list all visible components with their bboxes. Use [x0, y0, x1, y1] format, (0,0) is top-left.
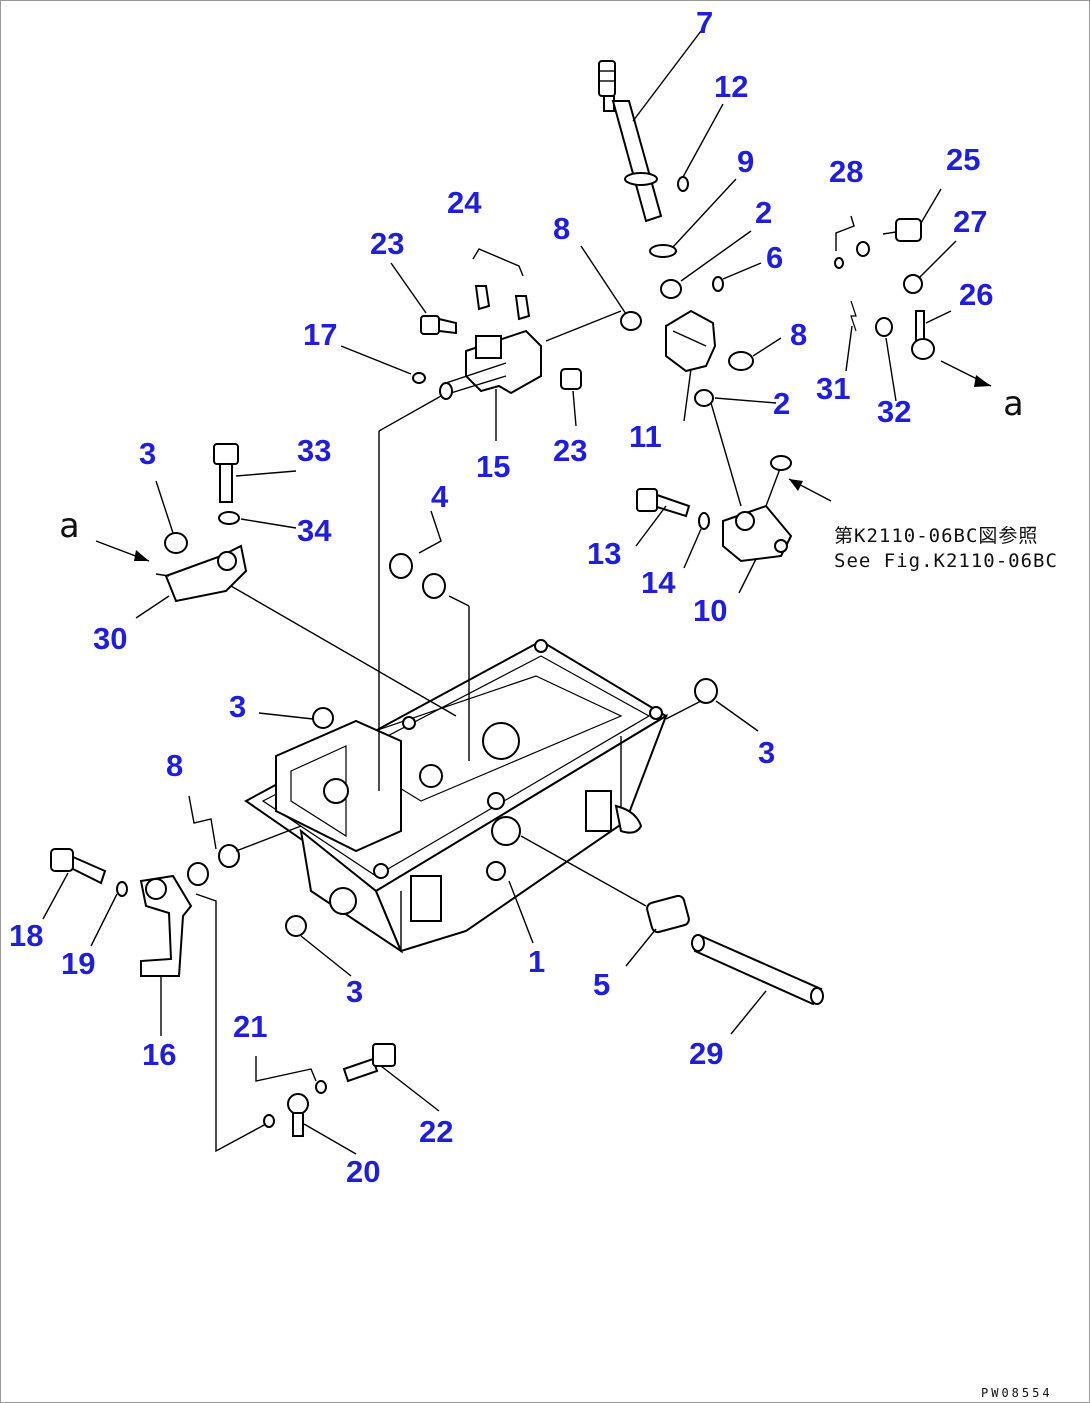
callout-12: 12 — [714, 69, 749, 104]
part-3-bushing-bottom — [285, 915, 307, 937]
callout-24: 24 — [447, 185, 482, 220]
part-8-bushing-left-a — [187, 862, 209, 886]
callout-11: 11 — [629, 419, 662, 454]
callout-6: 6 — [766, 240, 784, 275]
part-23-pin-top — [420, 315, 457, 335]
callout-28: 28 — [829, 154, 864, 189]
callout-16: 16 — [142, 1037, 177, 1072]
callout-32: 32 — [877, 394, 912, 429]
callout-2-bottom: 2 — [773, 386, 791, 421]
callout-9: 9 — [737, 144, 755, 179]
callout-13: 13 — [587, 536, 622, 571]
housing-part-1 — [244, 639, 668, 954]
part-21-nut-a — [263, 1114, 275, 1128]
part-10-lever — [722, 455, 793, 563]
drawing-code: PW08554 — [981, 1386, 1053, 1400]
callout-33: 33 — [297, 433, 332, 468]
callout-29: 29 — [689, 1036, 724, 1071]
part-2-bushing-bottom — [694, 389, 714, 407]
shaft-part-7 — [598, 60, 663, 223]
part-8-bushing-top — [620, 311, 642, 331]
callout-18: 18 — [9, 918, 44, 953]
callout-26: 26 — [959, 277, 994, 312]
callout-31: 31 — [816, 371, 851, 406]
part-25-joint — [882, 218, 922, 242]
part-9-washer — [649, 244, 677, 258]
reference-mark-a-left: a — [59, 506, 80, 546]
see-figure-note-jp: 第K2110-06BC図参照 — [834, 525, 1039, 547]
part-28-washer — [834, 257, 844, 269]
callout-23-bottom: 23 — [553, 433, 588, 468]
reference-mark-a-right: a — [1003, 384, 1024, 424]
part-23-pin-bottom — [560, 368, 582, 390]
part-28-nut — [856, 241, 870, 257]
see-figure-note-en: See Fig.K2110-06BC — [834, 550, 1058, 572]
callout-5: 5 — [593, 967, 611, 1002]
part-2-bushing-top — [660, 279, 682, 299]
callout-3-right: 3 — [758, 735, 776, 770]
part-17-pin — [412, 372, 426, 384]
callout-19: 19 — [61, 946, 96, 981]
part-4-bushing-b — [422, 573, 446, 599]
part-21-nut-b — [315, 1080, 327, 1094]
callout-10: 10 — [693, 593, 728, 628]
part-22-bolt — [342, 1043, 396, 1083]
part-30-lever — [155, 544, 248, 603]
part-3-bushing-mid — [312, 707, 334, 729]
part-4-bushing-a — [389, 553, 413, 579]
callout-2-top: 2 — [755, 195, 773, 230]
callout-21: 21 — [233, 1009, 268, 1044]
part-16-lever — [139, 874, 193, 977]
callout-1: 1 — [528, 944, 546, 979]
callout-34: 34 — [297, 513, 332, 548]
callout-8-right: 8 — [790, 317, 808, 352]
part-3-bushing-right — [694, 678, 718, 704]
callout-20: 20 — [346, 1154, 381, 1189]
part-18-bolt — [50, 848, 107, 885]
part-3-bushing-left — [164, 532, 188, 554]
part-13-bolt — [636, 488, 691, 518]
part-34-washer — [218, 511, 240, 525]
callout-8-left: 8 — [166, 748, 184, 783]
part-24-clips — [474, 285, 531, 321]
part-14-washer — [698, 512, 710, 530]
part-29-shaft — [691, 934, 824, 1006]
part-32-nut — [875, 317, 893, 337]
part-8-bushing-left-b — [218, 844, 240, 868]
part-33-bolt — [213, 443, 239, 503]
part-8-bushing-right — [728, 351, 754, 371]
part-5-coupling — [646, 894, 690, 934]
callout-23-top: 23 — [370, 226, 405, 261]
part-26-joint — [911, 310, 935, 360]
callout-17: 17 — [303, 317, 338, 352]
callout-3-upper-left: 3 — [139, 436, 157, 471]
callout-25: 25 — [946, 142, 981, 177]
callout-22: 22 — [419, 1114, 454, 1149]
part-19-washer — [116, 881, 128, 897]
callout-4: 4 — [431, 479, 449, 514]
callout-15: 15 — [476, 449, 511, 484]
part-27-nut — [903, 274, 923, 294]
callout-3-middle: 3 — [229, 689, 247, 724]
part-6-pin — [712, 276, 724, 292]
part-12-pin — [677, 176, 689, 192]
callout-14: 14 — [641, 565, 676, 600]
part-20-rod-end — [287, 1093, 309, 1137]
part-31-pin — [850, 300, 857, 332]
part-15-bracket — [439, 329, 542, 400]
callout-30: 30 — [93, 621, 128, 656]
callout-7: 7 — [696, 5, 714, 40]
callout-3-bottom: 3 — [346, 974, 364, 1009]
callout-27: 27 — [953, 204, 988, 239]
part-11-knob — [665, 309, 717, 373]
leader-lines — [42, 30, 992, 1155]
callout-8-top: 8 — [553, 211, 571, 246]
